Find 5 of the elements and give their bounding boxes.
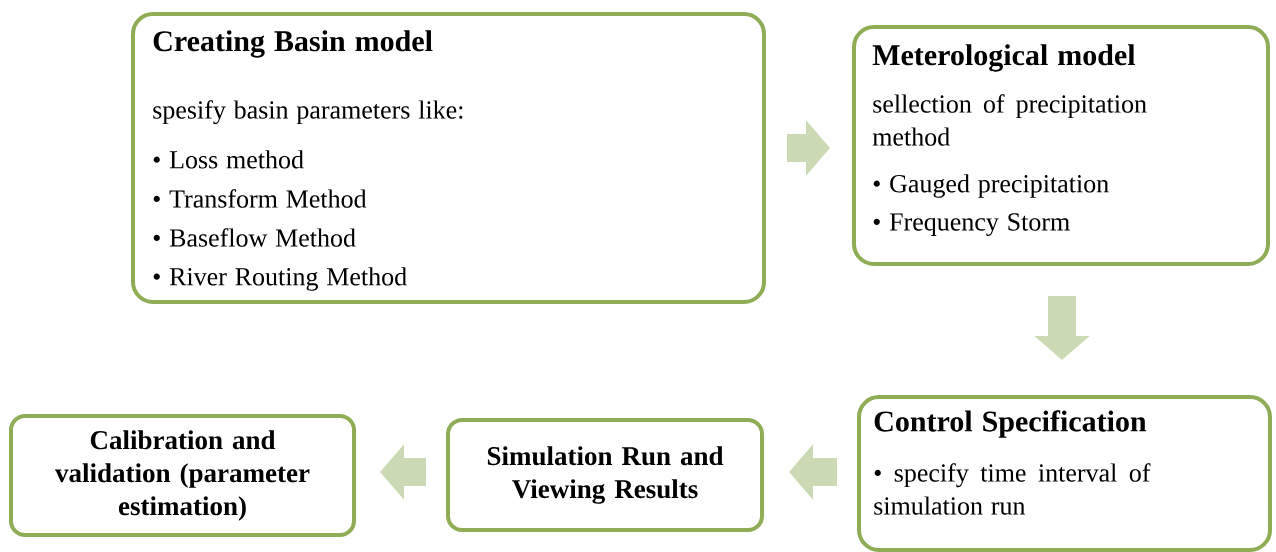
process-box: Simulation Run and Viewing Results	[446, 418, 764, 532]
process-box: Meterological model sellection of precipitation method • Gauged precipitation • Frequency Storm	[852, 25, 1270, 266]
process-box: Control Specification • specify time interval of simulation run	[857, 395, 1272, 552]
process-box: Creating Basin model spesify basin parameters like: • Loss method • Transform Method • Baseflow Method • River Routing Method	[131, 12, 766, 304]
process-box: Calibration and validation (parameter estimation)	[9, 414, 356, 537]
